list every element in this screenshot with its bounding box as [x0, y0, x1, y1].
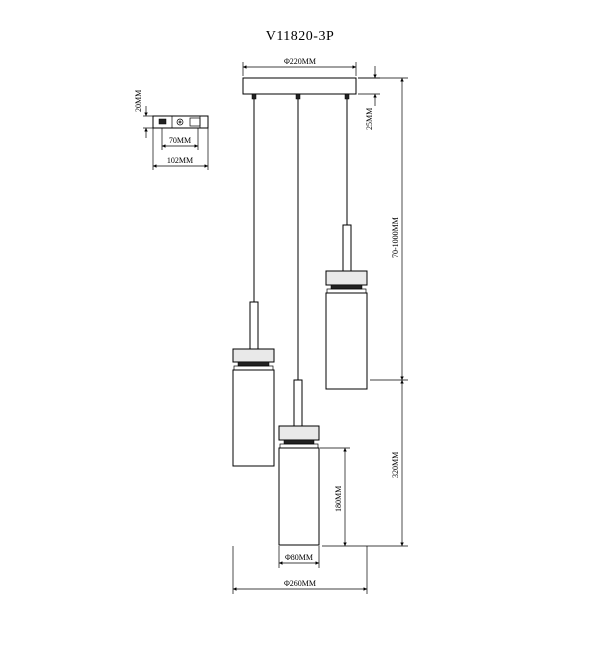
bracket-inner-label: 70MM [169, 136, 191, 145]
overall-diameter-label: Φ260MM [284, 579, 316, 588]
shade-diameter-label: Φ80MM [285, 553, 313, 562]
canopy-height-dimension: 25MM [358, 66, 380, 130]
fixture-height-label: 320MM [391, 452, 400, 478]
pendant-left [232, 99, 275, 467]
canopy [242, 77, 357, 100]
canopy-height-label: 25MM [365, 108, 374, 130]
shade-height-dimension: 180MM [320, 447, 350, 546]
pendant-center [278, 99, 320, 546]
canopy-diameter-label: Φ220MM [284, 57, 316, 66]
canopy-diameter-dimension: Φ220MM [242, 57, 357, 76]
pendant-right [325, 99, 368, 390]
bracket-height-label: 20MM [134, 90, 143, 112]
cord-length-label: 70-1000MM [391, 217, 400, 258]
shade-height-label: 180MM [334, 486, 343, 512]
fixture-height-dimension: 320MM [322, 380, 408, 547]
model-title: V11820-3P [266, 29, 335, 44]
shade-diameter-dimension: Φ80MM [278, 546, 320, 568]
bracket-outer-label: 102MM [167, 156, 193, 165]
overall-diameter-dimension: Φ260MM [232, 546, 368, 594]
mounting-bracket-detail: 20MM 70MM 102MM [134, 90, 209, 170]
